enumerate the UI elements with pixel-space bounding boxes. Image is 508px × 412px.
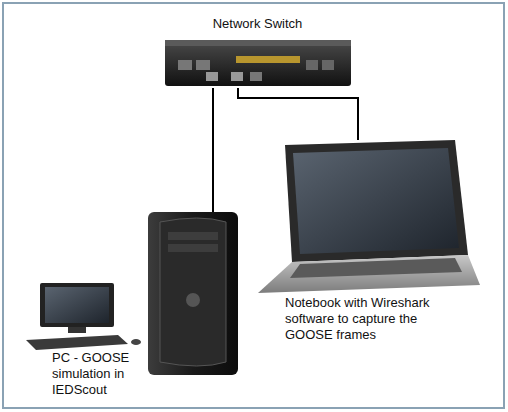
network-cable: [238, 88, 358, 140]
switch-port: [306, 60, 318, 70]
switch-port: [322, 60, 334, 70]
switch-device: [165, 40, 351, 86]
switch-port: [196, 60, 210, 70]
device-caption: Notebook with Wireshark software to capt…: [285, 295, 433, 343]
pc-logo: [186, 293, 200, 307]
frame: [3, 3, 504, 408]
laptop-lid: [285, 140, 468, 262]
pc-node: PC - GOOSE simulation in IEDScout: [30, 212, 245, 402]
monitor-stand: [68, 327, 86, 333]
pc-tower: [148, 212, 238, 375]
mouse: [131, 339, 141, 345]
cable-line: [238, 88, 358, 140]
switch-port: [231, 72, 243, 81]
notebook-node: Notebook with Wireshark software to capt…: [255, 140, 475, 380]
notebook-device: [258, 140, 480, 293]
laptop-keys: [290, 258, 462, 278]
monitor-bezel: [40, 283, 114, 327]
pc-drive: [168, 232, 218, 240]
switch-top: [165, 40, 351, 46]
pc-drive: [168, 244, 218, 252]
keyboard: [26, 335, 128, 350]
pc-front: [160, 218, 226, 366]
switch-port: [178, 60, 192, 70]
cable-line: [212, 88, 214, 212]
switch-port: [206, 72, 218, 81]
switch-node: Network Switch: [160, 10, 355, 88]
network-cable: [213, 88, 214, 212]
monitor-screen: [45, 287, 109, 323]
laptop-base: [258, 255, 480, 293]
laptop-screen: [293, 148, 459, 254]
switch-body: [165, 40, 351, 86]
switch-strip: [236, 56, 300, 63]
switch-port: [250, 72, 262, 81]
device-label: Network Switch: [160, 16, 355, 32]
device-caption: PC - GOOSE simulation in IEDScout: [52, 350, 162, 398]
